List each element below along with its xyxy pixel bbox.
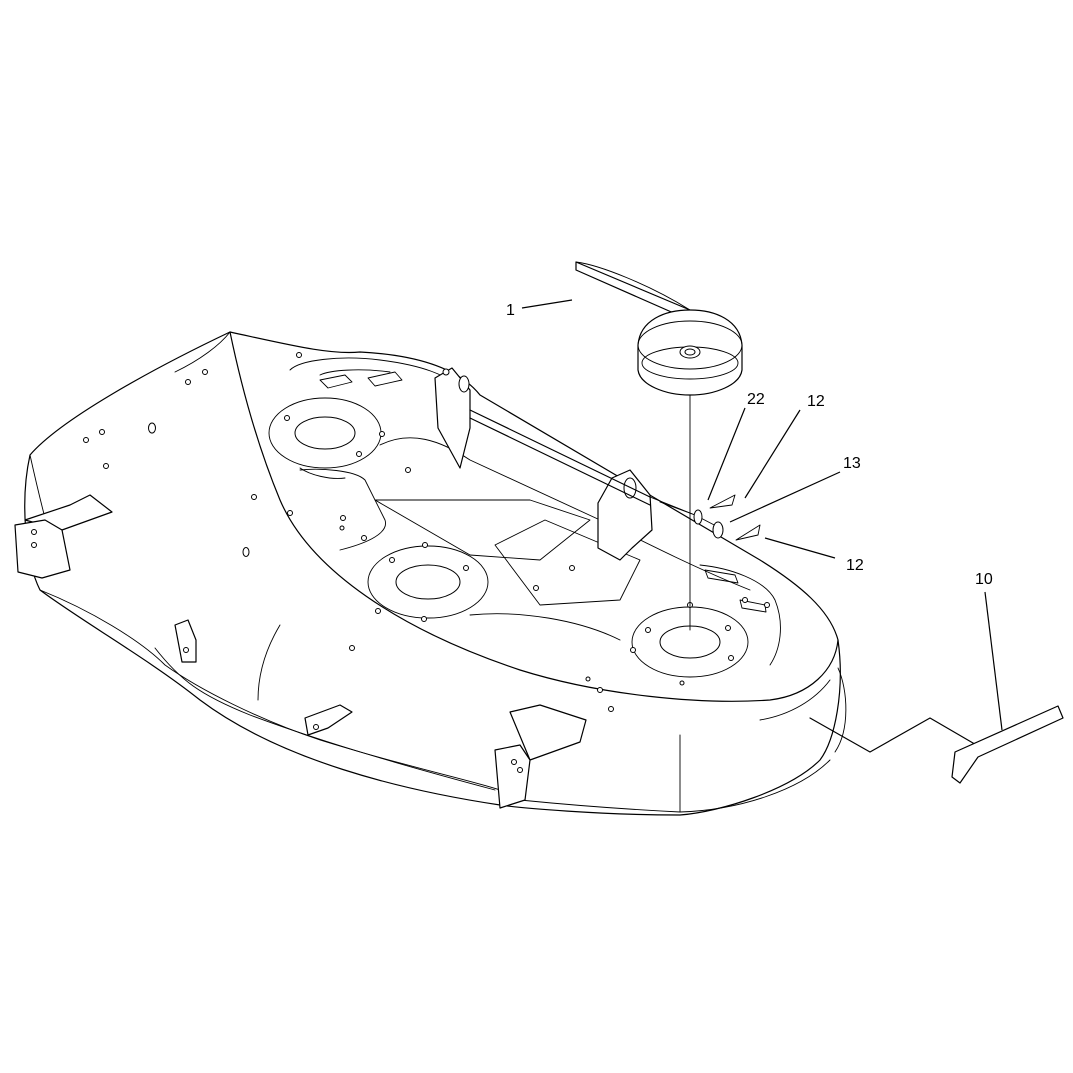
callout-part-1: 1 [506,302,515,319]
clip-part-12-upper [709,494,736,509]
rear-lift-bracket [597,469,653,561]
clip-part-12-lower [735,524,761,541]
callout-part-22: 22 [747,391,765,408]
callout-part-12-upper: 12 [807,393,825,410]
front-lift-bracket [434,367,471,469]
drive-belt-part-1 [575,261,691,319]
idler-pulley [637,309,743,396]
washer-part-22 [693,509,703,525]
callout-part-10: 10 [975,571,993,588]
pivot-hardware [659,494,761,541]
support-rod-part-10 [809,705,1064,784]
right-discharge-bracket [494,704,587,809]
callout-leaders [521,299,1003,731]
small-tab-brackets [174,619,353,736]
washer-part-13 [712,521,724,539]
callout-labels: 1 22 12 13 12 10 [506,302,993,588]
left-discharge-bracket [14,494,113,579]
callout-part-12-lower: 12 [846,557,864,574]
callout-part-13: 13 [843,455,861,472]
deck-bolt-holes [83,352,770,712]
mower-deck-housing [14,331,847,816]
